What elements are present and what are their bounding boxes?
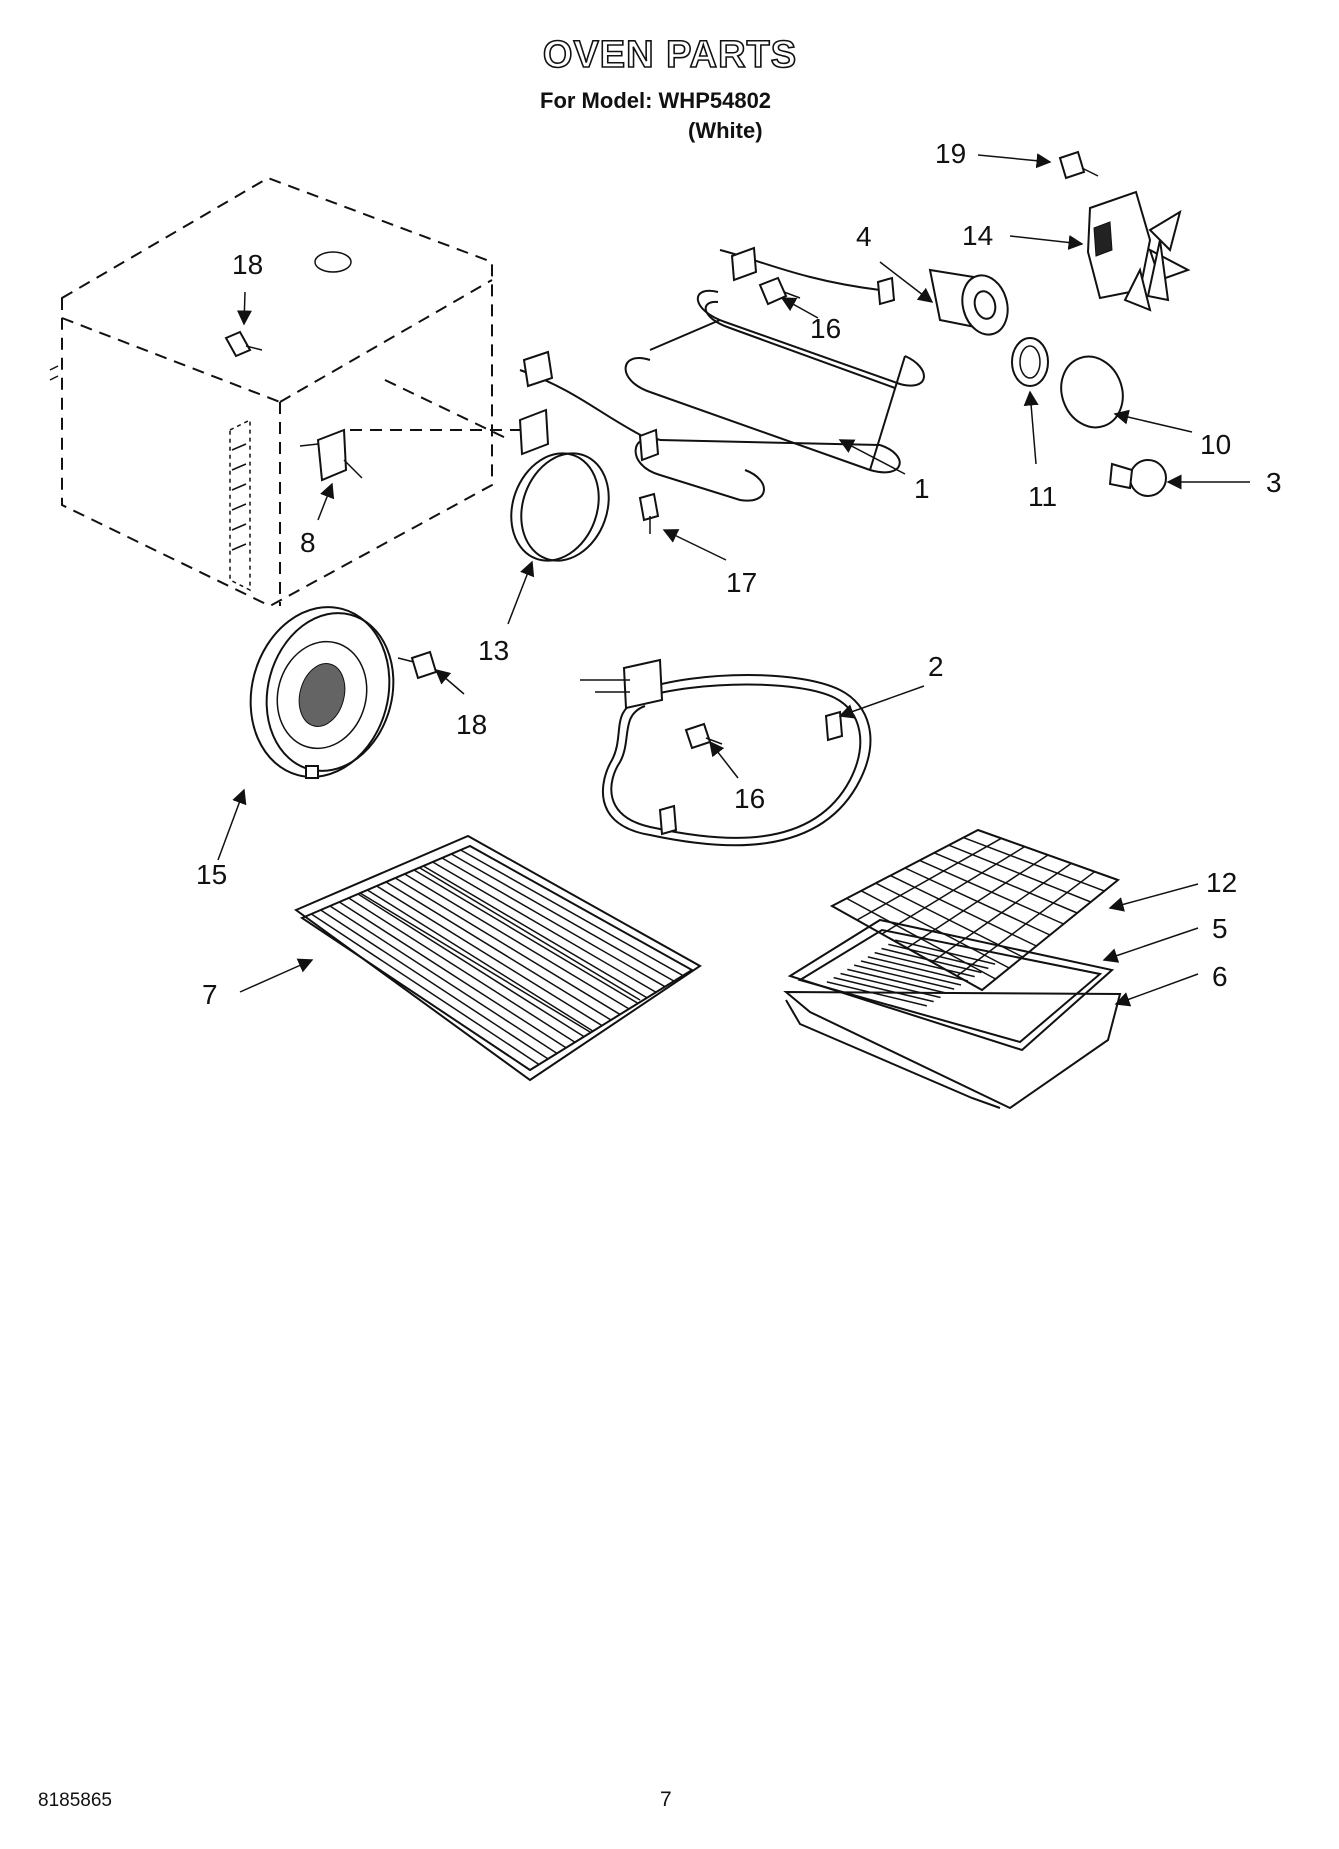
rack-bar	[357, 893, 585, 1038]
part-15-fan-cover	[249, 606, 395, 779]
part-11-gasket	[1011, 337, 1049, 387]
part-11-gasket-inner	[1019, 345, 1041, 379]
pan-slot	[881, 947, 982, 974]
callout-16-top: 16	[810, 313, 841, 344]
callout-10: 10	[1200, 429, 1231, 460]
pan-slot	[874, 951, 975, 978]
callout-7: 7	[202, 979, 218, 1010]
rack-bar	[450, 853, 675, 982]
part-8-bracket	[299, 428, 363, 482]
pan-slot	[853, 964, 955, 990]
callout-18-top: 18	[232, 249, 263, 280]
part-13-shroud-ring	[510, 408, 610, 562]
color-line: (White)	[688, 118, 763, 143]
rack-bar	[422, 865, 648, 999]
pan-slot	[847, 968, 948, 995]
rack-bar	[432, 861, 657, 993]
leader-lines	[217, 153, 1250, 1007]
callout-4: 4	[856, 221, 872, 252]
part-7-oven-rack	[293, 834, 702, 1082]
callout-6: 6	[1212, 961, 1228, 992]
part-4-lamp-socket	[928, 268, 1009, 336]
callout-19: 19	[935, 138, 966, 169]
callout-1: 1	[914, 473, 930, 504]
rack-bar	[394, 877, 621, 1016]
callout-18-bottom: 18	[456, 709, 487, 740]
callout-17: 17	[726, 567, 757, 598]
rack-bar	[366, 889, 594, 1032]
rack-bar	[310, 913, 540, 1066]
screw-18-top	[224, 330, 263, 358]
screw-19	[1058, 150, 1099, 180]
grid-line	[956, 871, 1096, 977]
rack-bar	[441, 857, 666, 988]
callout-11: 11	[1028, 481, 1057, 512]
rack-bar	[338, 901, 567, 1049]
pan-slot	[867, 956, 969, 982]
screw-16-bottom	[684, 722, 723, 750]
part-12-grid-insert	[829, 828, 1121, 992]
callout-12: 12	[1206, 867, 1237, 898]
screw-17	[638, 492, 660, 534]
rack-bar	[385, 881, 612, 1021]
rack-bar	[320, 909, 549, 1060]
part-5-broiler-grid	[787, 918, 1115, 1052]
rack-bar	[460, 849, 684, 977]
page-title: OVEN PARTS	[542, 33, 798, 77]
callout-8: 8	[300, 527, 316, 558]
part-2-broil-element	[580, 658, 872, 847]
part-1-bake-element	[519, 246, 925, 502]
callout-14: 14	[962, 220, 993, 251]
callout-15: 15	[196, 859, 227, 890]
part-3-bulb	[1108, 459, 1167, 497]
rack-bar	[329, 905, 558, 1054]
rack-cross-bar	[359, 892, 591, 1033]
pan-slot	[894, 939, 996, 965]
screw-16-top	[758, 276, 801, 306]
oven-cavity	[49, 176, 520, 608]
rack-bar	[404, 873, 630, 1010]
pan-slot	[888, 943, 989, 970]
screw-18-bottom	[397, 650, 438, 680]
callout-2: 2	[928, 651, 944, 682]
callout-5: 5	[1212, 913, 1228, 944]
pan-slot	[826, 981, 928, 1007]
model-line: For Model: WHP54802	[540, 88, 772, 113]
rack-cross-bar	[419, 867, 641, 1001]
rack-bar	[348, 897, 576, 1043]
doc-number: 8185865	[38, 1790, 112, 1811]
page-number: 7	[660, 1788, 672, 1811]
grid-line	[856, 837, 1002, 921]
rack-bar	[413, 869, 639, 1004]
rack-bar	[376, 885, 603, 1027]
callout-13: 13	[478, 635, 509, 666]
part-10-lamp-cover	[1060, 355, 1124, 429]
callout-16-bottom: 16	[734, 783, 765, 814]
pan-slot	[860, 960, 962, 986]
part-6-broiler-pan	[783, 990, 1122, 1110]
grid-line	[906, 854, 1049, 949]
callout-3: 3	[1266, 467, 1282, 498]
part-14-fan-motor	[1086, 190, 1191, 312]
pan-slot	[833, 976, 934, 1003]
grid-line	[881, 846, 1026, 935]
